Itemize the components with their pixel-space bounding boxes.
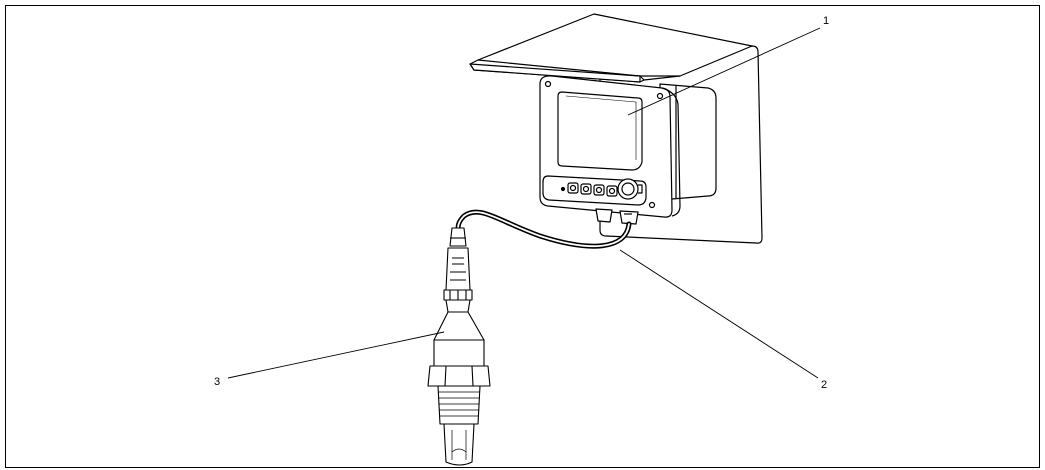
key-1 xyxy=(567,182,579,194)
sensor xyxy=(427,227,491,466)
screw-top-right xyxy=(656,92,664,100)
process-nut xyxy=(427,365,491,387)
sensor-thread xyxy=(437,385,481,425)
sensor-connector-head xyxy=(449,227,467,247)
display-window xyxy=(557,91,643,171)
callout-leaders xyxy=(227,27,821,379)
cable-gland-left xyxy=(595,208,613,223)
rear-housing xyxy=(659,83,717,201)
key-3 xyxy=(593,184,605,196)
callout-3: 3 xyxy=(214,376,220,388)
callout-1: 1 xyxy=(823,15,829,27)
leader-1 xyxy=(627,27,821,116)
transmitter xyxy=(469,13,763,244)
figure-frame xyxy=(5,5,1040,468)
leader-3 xyxy=(227,331,445,379)
key-2 xyxy=(580,183,592,195)
led-indicator xyxy=(560,186,566,192)
screw-top-left xyxy=(544,80,552,88)
key-4 xyxy=(606,185,618,197)
leader-2 xyxy=(619,249,819,379)
sensor-cable xyxy=(455,209,632,249)
sensor-body xyxy=(433,311,485,367)
navigator-knob xyxy=(617,178,639,200)
plug-coupling xyxy=(445,247,471,291)
callout-2: 2 xyxy=(821,379,827,391)
screw-bottom-right xyxy=(648,201,656,209)
sensor-shaft xyxy=(443,423,475,466)
